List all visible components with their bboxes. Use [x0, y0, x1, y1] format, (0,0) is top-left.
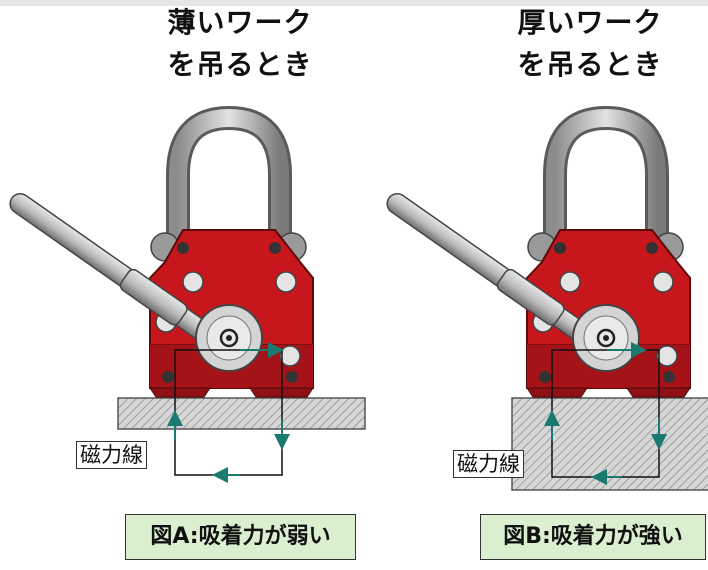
- flux-line-label-a: 磁力線: [76, 441, 147, 469]
- figure-b-title-line2: を吊るとき: [517, 48, 663, 81]
- figure-b-title-line1: 厚いワーク: [517, 6, 663, 39]
- caption-b: 図B:吸着力が強い: [480, 514, 706, 560]
- thin-workpiece: [117, 397, 366, 430]
- figure-a-title: 薄いワーク を吊るとき: [150, 2, 330, 86]
- figure-a-title-line2: を吊るとき: [167, 48, 313, 81]
- flux-line-label-b: 磁力線: [453, 450, 524, 478]
- figure-a-title-line1: 薄いワーク: [167, 6, 313, 39]
- magnet-lifter-b: [382, 118, 690, 397]
- flux-line-b: [544, 342, 667, 485]
- magnet-lifter-a: [5, 118, 313, 397]
- caption-a: 図A:吸着力が弱い: [125, 514, 356, 560]
- flux-line-a: [167, 342, 290, 483]
- figure-b-title: 厚いワーク を吊るとき: [500, 2, 680, 86]
- top-bar: [0, 0, 708, 6]
